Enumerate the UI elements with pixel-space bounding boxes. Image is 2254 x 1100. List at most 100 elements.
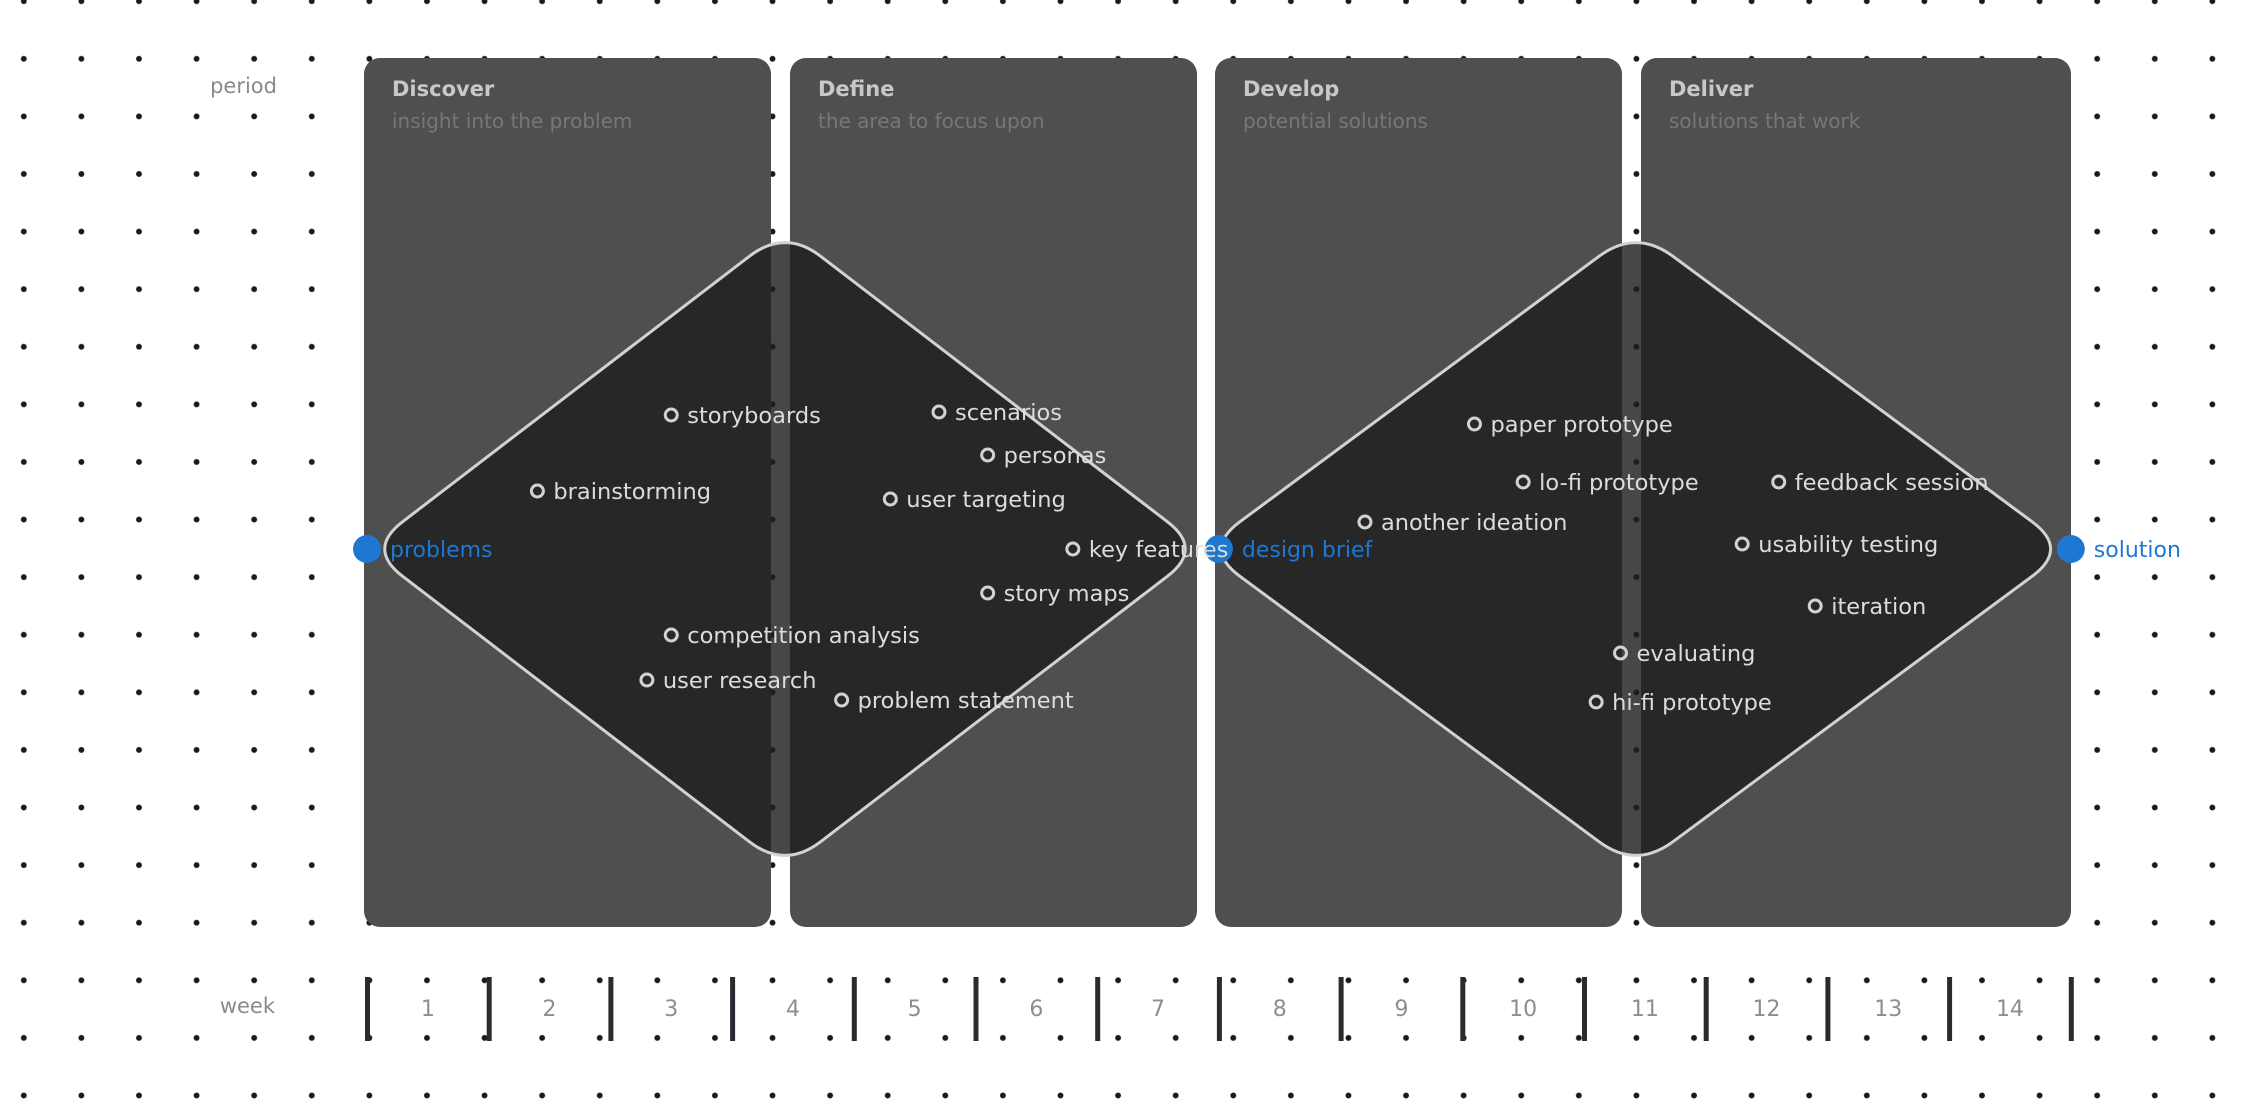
activity-label: another ideation [1381, 510, 1567, 536]
week-label: 4 [786, 997, 800, 1022]
activity: iteration [1807, 594, 1926, 620]
week-label: 8 [1273, 997, 1287, 1022]
activity-label: user targeting [906, 487, 1065, 513]
activity: feedback session [1771, 470, 1989, 496]
milestone-solution-dot [2056, 535, 2085, 563]
activity-marker [663, 407, 679, 423]
milestone-design-brief-label: design brief [1242, 538, 1374, 563]
activity: scenarios [931, 400, 1062, 426]
activity: evaluating [1613, 641, 1756, 667]
week-tick [1703, 977, 1709, 1041]
activity-label: scenarios [955, 400, 1062, 426]
week-label: 10 [1509, 997, 1537, 1022]
period-row-label: period [210, 74, 277, 98]
week-tick [730, 977, 736, 1041]
activity: storyboards [663, 403, 821, 429]
week-tick [1216, 977, 1222, 1041]
activity: hi-fi prototype [1588, 690, 1772, 716]
period-title: Discover [392, 77, 495, 101]
activity-marker [882, 491, 898, 507]
activity-marker [1588, 694, 1604, 710]
week-tick [486, 977, 492, 1041]
activities: storyboards brainstorming competition anal… [529, 400, 1989, 716]
activity-label: story maps [1004, 581, 1130, 607]
activity: problem statement [834, 688, 1074, 714]
week-label: 3 [664, 997, 678, 1022]
diamond-solution-space [1220, 241, 2052, 857]
week-tick [1825, 977, 1831, 1041]
week-label: 6 [1029, 997, 1043, 1022]
activity-label: problem statement [858, 688, 1074, 714]
activity-label: brainstorming [553, 479, 711, 505]
activity: personas [980, 443, 1107, 469]
activity-label: paper prototype [1490, 412, 1672, 438]
activity-marker [931, 404, 947, 420]
activity-marker [834, 692, 850, 708]
week-label: 5 [908, 997, 922, 1022]
activity: paper prototype [1466, 412, 1673, 438]
milestone-solution-label: solution [2094, 538, 2181, 563]
diamonds [383, 241, 2052, 857]
activity-marker [639, 672, 655, 688]
activity: usability testing [1734, 532, 1938, 558]
activity-label: usability testing [1758, 532, 1938, 558]
week-label: 2 [543, 997, 557, 1022]
activity: brainstorming [529, 479, 711, 505]
activity-label: hi-fi prototype [1612, 690, 1772, 716]
period-title: Develop [1243, 77, 1339, 101]
week-tick [1338, 977, 1344, 1041]
activity-label: feedback session [1795, 470, 1989, 496]
week-label: 1 [421, 997, 435, 1022]
activity: user targeting [882, 487, 1066, 513]
milestone-design-brief-dot [1204, 535, 1233, 563]
activity-label: user research [663, 668, 817, 694]
milestones: problems design brief solution [353, 535, 2181, 563]
period-subtitle: insight into the problem [392, 109, 632, 133]
week-label: 7 [1151, 997, 1165, 1022]
activity-label: evaluating [1637, 641, 1756, 667]
activity-marker [1515, 474, 1531, 490]
activity-marker [1065, 541, 1081, 557]
week-tick [851, 977, 857, 1041]
activity-label: lo-fi prototype [1539, 470, 1699, 496]
activity: another ideation [1357, 510, 1567, 536]
period-subtitle: solutions that work [1669, 109, 1861, 133]
period-title: Deliver [1669, 77, 1754, 101]
week-label: 14 [1996, 997, 2024, 1022]
milestone-problems-label: problems [390, 538, 493, 563]
activity-label: iteration [1831, 594, 1926, 620]
activity-label: personas [1004, 443, 1107, 469]
week-tick [1460, 977, 1466, 1041]
period-subtitle: potential solutions [1243, 109, 1428, 133]
activity-marker [980, 447, 996, 463]
activity-marker [1807, 598, 1823, 614]
activity: lo-fi prototype [1515, 470, 1699, 496]
activity-marker [1613, 645, 1629, 661]
activity-marker [980, 585, 996, 601]
activity: competition analysis [663, 623, 920, 649]
milestone-problems-dot [353, 535, 381, 563]
activity-marker [529, 483, 545, 499]
week-tick [1947, 977, 1953, 1041]
activity-marker [1734, 536, 1750, 552]
activity-label: storyboards [687, 403, 821, 429]
activity: user research [639, 668, 817, 694]
week-label: 12 [1753, 997, 1781, 1022]
week-label: 9 [1394, 997, 1408, 1022]
week-tick [1582, 977, 1587, 1041]
week-tick [2068, 977, 2074, 1041]
activity-marker [1466, 416, 1482, 432]
week-tick [365, 977, 370, 1041]
week-label: 13 [1874, 997, 1902, 1022]
week-tick [973, 977, 979, 1041]
activity-label: key features [1089, 537, 1229, 563]
week-row-label: week [219, 994, 275, 1018]
week-label: 11 [1631, 997, 1659, 1022]
activity-label: competition analysis [687, 623, 920, 649]
period-subtitle: the area to focus upon [818, 109, 1045, 133]
activity: key features [1065, 537, 1229, 563]
week-tick [608, 977, 614, 1041]
